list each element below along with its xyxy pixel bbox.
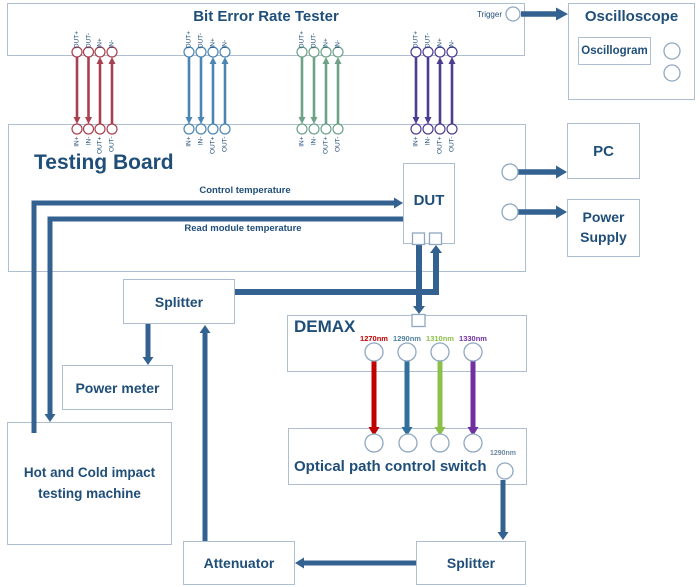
power-meter-box: Power meter bbox=[62, 365, 173, 410]
oscilloscope-title: Oscilloscope bbox=[584, 8, 679, 25]
board-channel-1-port-label: IN- bbox=[85, 136, 92, 145]
bert-channel-4-port-label: IN- bbox=[448, 39, 456, 48]
pc-box: PC bbox=[567, 123, 640, 179]
board-channel-4-port-label: IN- bbox=[424, 136, 432, 145]
bert-channel-3-port-label: IN- bbox=[334, 39, 342, 48]
board-channel-2-port-label: IN- bbox=[197, 136, 205, 145]
board-channel-3-port-label: OUT- bbox=[334, 136, 342, 152]
board-channel-3-port-label: IN- bbox=[310, 136, 318, 145]
splitter-bottom-box: Splitter bbox=[416, 541, 526, 585]
pc-label: PC bbox=[593, 142, 614, 160]
hot-cold-machine-box: Hot and Cold impact testing machine bbox=[7, 422, 172, 545]
bert-channel-1-port-label: IN- bbox=[108, 39, 116, 48]
demax-port-label-1310nm: 1310nm bbox=[426, 334, 454, 343]
bert-channel-4-port-label: IN+ bbox=[436, 37, 444, 48]
demax-port-label-1330nm: 1330nm bbox=[459, 334, 487, 343]
bert-channel-4-port-label: OUT+ bbox=[412, 30, 420, 48]
dut-label: DUT bbox=[413, 192, 445, 209]
board-channel-1-port-label: OUT- bbox=[108, 136, 116, 152]
bert-channel-lines bbox=[71, 46, 458, 135]
hot-cold-machine-label: Hot and Cold impact testing machine bbox=[23, 465, 156, 501]
bert-channel-1-port-label: IN+ bbox=[96, 37, 104, 48]
board-channel-4-port-label: IN+ bbox=[412, 136, 420, 147]
power-supply-label: Power Supply bbox=[580, 209, 627, 245]
attenuator-to-splitter-arrow bbox=[199, 325, 211, 541]
bert-channel-2-port-label: IN- bbox=[221, 39, 229, 48]
splitter-to-power-meter-arrow bbox=[142, 324, 154, 365]
attenuator-box: Attenuator bbox=[183, 541, 295, 585]
oscillogram-label: Oscillogram bbox=[581, 45, 648, 57]
testing-board-title: Testing Board bbox=[34, 151, 174, 174]
read-module-temperature-label: Read module temperature bbox=[184, 223, 302, 234]
bert-channel-1-port-label: OUT- bbox=[85, 32, 92, 48]
optical-switch-label: Optical path control switch bbox=[294, 458, 487, 475]
board-channel-2-port-label: IN+ bbox=[185, 136, 193, 147]
power-supply-box: Power Supply bbox=[567, 199, 640, 257]
power-meter-label: Power meter bbox=[75, 379, 160, 396]
bert-title: Bit Error Rate Tester bbox=[193, 8, 339, 25]
board-channel-2-port-label: OUT- bbox=[221, 136, 229, 152]
board-channel-4-port-label: OUT+ bbox=[436, 136, 444, 154]
oscillogram-box: Oscillogram bbox=[578, 37, 651, 65]
board-channel-1-port-label: IN+ bbox=[73, 136, 81, 147]
optical-switch-output-label: 1290nm bbox=[489, 450, 517, 457]
splitter-bottom-label: Splitter bbox=[446, 555, 496, 571]
splitter-bottom-to-attenuator-arrow bbox=[295, 557, 416, 569]
bert-channel-2-port-label: OUT- bbox=[197, 32, 205, 48]
splitter-top-box: Splitter bbox=[123, 279, 235, 324]
bert-channel-2-port-label: OUT+ bbox=[185, 30, 193, 48]
bert-channel-3-port-label: OUT- bbox=[310, 32, 318, 48]
bert-channel-2-port-label: IN+ bbox=[209, 37, 217, 48]
bert-channel-3-port-label: OUT+ bbox=[298, 30, 306, 48]
attenuator-label: Attenuator bbox=[203, 555, 275, 571]
trigger-to-oscilloscope-arrow bbox=[521, 7, 568, 21]
board-channel-1-port-label: OUT+ bbox=[96, 136, 104, 154]
bert-channel-4-port-label: OUT- bbox=[424, 32, 432, 48]
demax-title: DEMAX bbox=[294, 317, 356, 336]
control-temperature-label: Control temperature bbox=[199, 185, 291, 196]
dut-box: DUT bbox=[403, 163, 455, 244]
bert-channel-3-port-label: IN+ bbox=[322, 37, 330, 48]
trigger-label: Trigger bbox=[476, 10, 502, 19]
bert-channel-1-port-label: OUT+ bbox=[73, 30, 81, 48]
demax-port-label-1290nm: 1290nm bbox=[393, 334, 421, 343]
splitter-top-label: Splitter bbox=[154, 293, 204, 310]
board-channel-3-port-label: OUT+ bbox=[322, 136, 330, 154]
board-channel-4-port-label: OUT- bbox=[448, 136, 456, 152]
switch-to-splitter-bottom-arrow bbox=[497, 480, 509, 540]
board-channel-2-port-label: OUT+ bbox=[209, 136, 217, 154]
board-channel-3-port-label: IN+ bbox=[298, 136, 306, 147]
